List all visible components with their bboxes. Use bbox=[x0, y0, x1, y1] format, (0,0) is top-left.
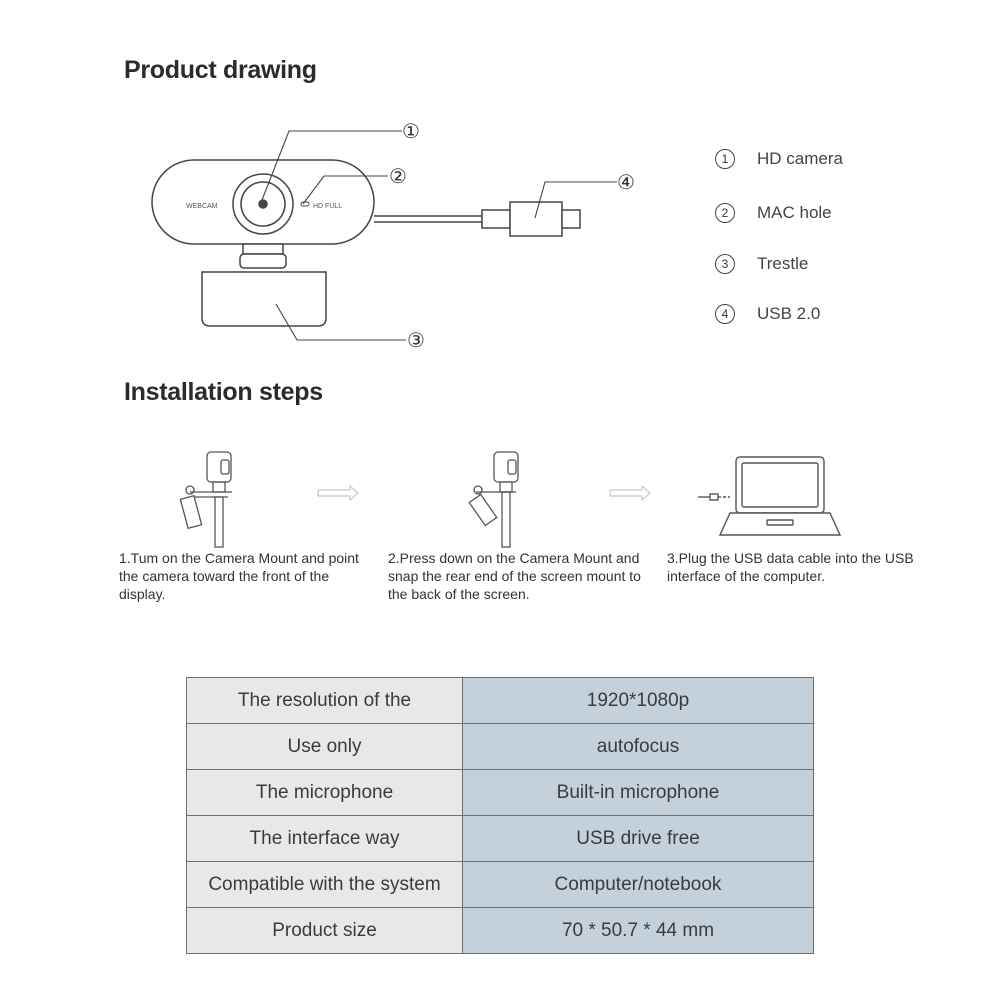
spec-label: Use only bbox=[186, 723, 463, 770]
callout-4: ④ bbox=[617, 170, 635, 194]
spec-value: 70 * 50.7 * 44 mm bbox=[462, 907, 814, 954]
legend-item: 3 Trestle bbox=[715, 251, 808, 277]
spec-label: Compatible with the system bbox=[186, 861, 463, 908]
step-caption-1: 1.Tum on the Camera Mount and point the … bbox=[119, 550, 359, 602]
callout-3: ③ bbox=[407, 328, 425, 352]
spec-value: Built-in microphone bbox=[462, 769, 814, 816]
legend-item: 2 MAC hole bbox=[715, 200, 832, 226]
step-arrow-2 bbox=[609, 484, 651, 502]
legend-label: HD camera bbox=[757, 149, 843, 168]
step-3-laptop-illustration bbox=[698, 456, 842, 536]
step-caption-2: 2.Press down on the Camera Mount and sna… bbox=[388, 550, 641, 602]
legend-label: Trestle bbox=[757, 254, 809, 273]
table-row: The microphone Built-in microphone bbox=[186, 769, 814, 816]
specifications-table: The resolution of the 1920*1080p Use onl… bbox=[186, 677, 814, 954]
legend-number: 2 bbox=[715, 203, 735, 223]
callout-2: ② bbox=[389, 164, 407, 188]
spec-value: USB drive free bbox=[462, 815, 814, 862]
legend-item: 4 USB 2.0 bbox=[715, 301, 820, 327]
hd-full-text-label: HD FULL bbox=[313, 203, 342, 210]
spec-value: 1920*1080p bbox=[462, 677, 814, 724]
legend-number: 1 bbox=[715, 149, 735, 169]
legend-number: 3 bbox=[715, 254, 735, 274]
spec-label: The interface way bbox=[186, 815, 463, 862]
callout-leader-lines bbox=[261, 130, 617, 341]
table-row: Use only autofocus bbox=[186, 723, 814, 770]
webcam-illustration bbox=[151, 159, 581, 327]
step-1-illustration bbox=[179, 451, 232, 548]
section-title-product-drawing: Product drawing bbox=[124, 56, 317, 84]
table-row: Product size 70 * 50.7 * 44 mm bbox=[186, 907, 814, 954]
step-caption-3: 3.Plug the USB data cable into the USB i… bbox=[667, 550, 914, 584]
callout-1: ① bbox=[402, 119, 420, 143]
table-row: Compatible with the system Computer/note… bbox=[186, 861, 814, 908]
spec-label: The resolution of the bbox=[186, 677, 463, 724]
section-title-installation-steps: Installation steps bbox=[124, 378, 323, 406]
legend-label: MAC hole bbox=[757, 203, 832, 222]
legend-label: USB 2.0 bbox=[757, 304, 821, 323]
webcam-text-label: WEBCAM bbox=[186, 203, 218, 210]
step-2-illustration bbox=[468, 451, 519, 548]
step-arrow-1 bbox=[317, 484, 359, 502]
table-row: The interface way USB drive free bbox=[186, 815, 814, 862]
spec-label: The microphone bbox=[186, 769, 463, 816]
table-row: The resolution of the 1920*1080p bbox=[186, 677, 814, 724]
legend-item: 1 HD camera bbox=[715, 146, 843, 172]
spec-label: Product size bbox=[186, 907, 463, 954]
spec-value: autofocus bbox=[462, 723, 814, 770]
legend-number: 4 bbox=[715, 304, 735, 324]
spec-value: Computer/notebook bbox=[462, 861, 814, 908]
